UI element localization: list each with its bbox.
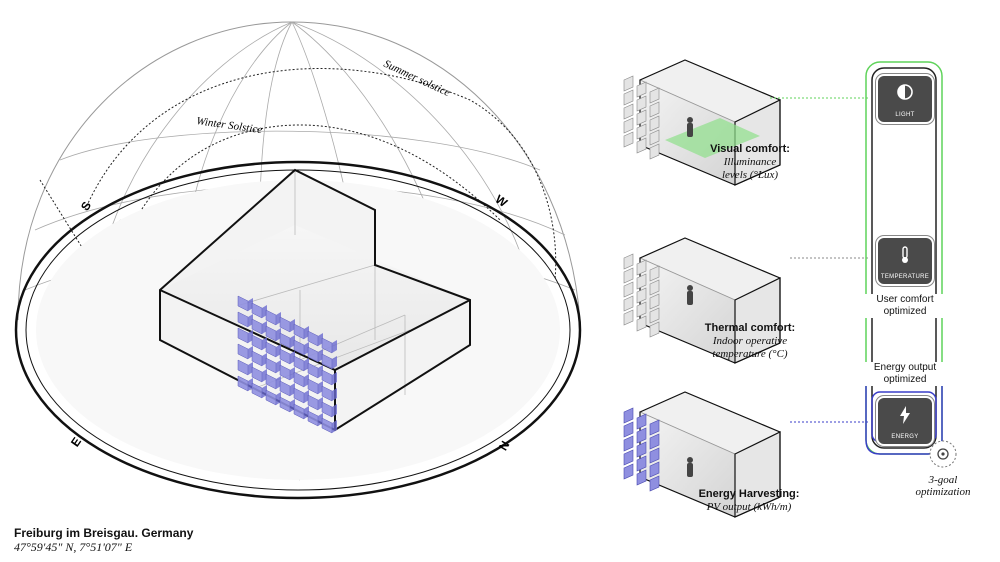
- central-building: [159, 168, 471, 434]
- goal-temperature-label: TEMPERATURE: [880, 274, 930, 280]
- compass-ring-inner: [25, 169, 571, 491]
- shading-fin: [649, 265, 660, 282]
- location-title: Freiburg im Breisgau. Germany: [14, 526, 194, 540]
- thermometer-icon: [902, 246, 908, 263]
- pv-panel-side: [332, 356, 337, 369]
- pv-facade-grid: [237, 295, 337, 434]
- shading-fin: [636, 315, 647, 332]
- shading-fin: [623, 309, 634, 326]
- shading-fin: [636, 273, 647, 290]
- shading-fin: [636, 95, 647, 112]
- illuminance-zone: [665, 118, 760, 158]
- goal-light-button[interactable]: LIGHT: [878, 76, 932, 122]
- person-silhouette: [687, 285, 693, 305]
- caption-visual-comfort: Visual comfort: Illuminance levels (°Lux…: [710, 143, 790, 181]
- shading-fin: [636, 427, 647, 444]
- shading-fin: [623, 281, 634, 298]
- compass-ring-outer: [14, 160, 582, 500]
- pv-panel-side: [332, 420, 337, 433]
- shading-fin: [623, 75, 634, 92]
- shading-fin: [623, 435, 634, 452]
- shading-fin: [649, 433, 660, 450]
- shading-fin: [636, 441, 647, 458]
- shading-fin: [649, 321, 660, 338]
- shading-fin: [649, 115, 660, 132]
- pv-panel-side: [332, 340, 337, 353]
- shading-fin: [623, 449, 634, 466]
- goal-temperature-button[interactable]: TEMPERATURE: [878, 238, 932, 284]
- goal-energy-button[interactable]: ENERGY: [878, 398, 932, 444]
- goal-light-label: LIGHT: [895, 112, 915, 118]
- winter-solstice-path: [129, 124, 501, 231]
- shading-fin: [636, 123, 647, 140]
- shading-fin: [649, 419, 660, 436]
- shading-fin: [649, 293, 660, 310]
- person-silhouette: [687, 457, 693, 477]
- summer-solstice-label: Summer solstice: [382, 58, 452, 99]
- pv-panel-side: [332, 388, 337, 401]
- person-silhouette: [687, 117, 693, 137]
- shading-fin: [636, 413, 647, 430]
- shading-fin: [649, 279, 660, 296]
- location-block: Freiburg im Breisgau. Germany 47°59'45" …: [14, 526, 193, 555]
- lightning-bolt-icon: [900, 406, 910, 424]
- optimization-frame-inner: [871, 67, 937, 449]
- shading-fin: [636, 109, 647, 126]
- shading-fin: [623, 421, 634, 438]
- shading-fin: [623, 117, 634, 134]
- room-thermal-comfort: [639, 237, 781, 364]
- shading-fin: [649, 461, 660, 478]
- shading-fin: [623, 89, 634, 106]
- location-coords: 47°59'45" N, 7°51'07" E: [14, 540, 133, 554]
- shading-fin: [636, 301, 647, 318]
- shading-fin: [623, 295, 634, 312]
- shading-fin: [623, 103, 634, 120]
- caption-thermal-comfort: Thermal comfort: Indoor operative temper…: [704, 322, 796, 360]
- shading-fin: [649, 129, 660, 146]
- pv-fins-energy: [623, 407, 660, 492]
- shading-fin: [636, 455, 647, 472]
- room-energy-harvesting: [639, 391, 781, 518]
- shading-fin: [649, 87, 660, 104]
- caption-energy-harvesting: Energy Harvesting: PV output (kWh/m): [698, 488, 800, 513]
- shading-fin: [649, 307, 660, 324]
- shading-fin: [623, 253, 634, 270]
- shading-fin: [623, 267, 634, 284]
- shading-fins-thermal: [623, 253, 660, 338]
- shading-fin: [649, 447, 660, 464]
- room-visual-comfort: [639, 59, 781, 186]
- direction-w: W: [493, 192, 511, 210]
- shading-fin: [636, 259, 647, 276]
- shading-fin: [649, 143, 660, 160]
- pv-panel-side: [332, 404, 337, 417]
- shading-fins-light: [623, 75, 660, 160]
- shading-fin: [636, 81, 647, 98]
- light-contrast-icon: [897, 84, 913, 100]
- summer-solstice-path: [84, 68, 557, 281]
- pv-panel-side: [332, 372, 337, 385]
- shading-fin: [623, 407, 634, 424]
- goal-energy-label: ENERGY: [891, 434, 919, 440]
- building-walls: [160, 170, 470, 430]
- shading-fin: [649, 101, 660, 118]
- shading-fin: [636, 137, 647, 154]
- shading-fin: [649, 475, 660, 492]
- shading-fin: [623, 131, 634, 148]
- shading-fin: [636, 287, 647, 304]
- shading-fin: [636, 469, 647, 486]
- shading-fin: [623, 463, 634, 480]
- direction-s: S: [78, 199, 94, 213]
